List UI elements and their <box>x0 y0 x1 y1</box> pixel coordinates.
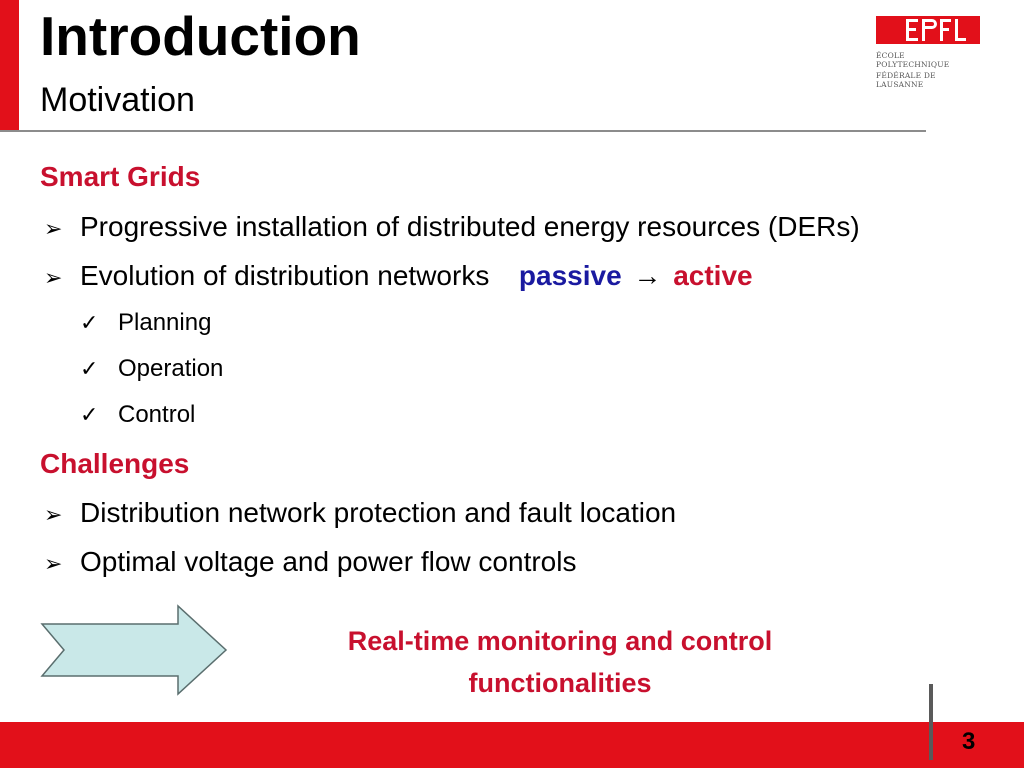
section-heading-challenges: Challenges <box>40 448 190 479</box>
bullet-text: Optimal voltage and power flow controls <box>80 546 577 577</box>
logo-line-2: FÉDÉRALE DE LAUSANNE <box>876 71 936 89</box>
arrow-bullet-icon: ➢ <box>44 502 63 527</box>
checkmark-icon: ✓ <box>80 402 99 427</box>
block-arrow-icon <box>40 604 228 696</box>
slide-title: Introduction <box>40 5 361 67</box>
check-item: ✓ Control <box>80 400 195 430</box>
right-arrow-icon: → <box>633 260 662 291</box>
active-label: active <box>673 260 753 291</box>
arrow-bullet-icon: ➢ <box>44 265 63 290</box>
check-text: Operation <box>118 355 224 382</box>
section-heading-smart-grids: Smart Grids <box>40 161 201 192</box>
bullet-item: ➢ Distribution network protection and fau… <box>44 496 676 532</box>
page-number: 3 <box>962 728 976 755</box>
arrow-bullet-icon: ➢ <box>44 216 63 241</box>
checkmark-icon: ✓ <box>80 356 99 381</box>
epfl-logo: ÉCOLE POLYTECHNIQUE FÉDÉRALE DE LAUSANNE <box>876 16 980 89</box>
bullet-text: Progressive installation of distributed … <box>80 211 860 242</box>
bullet-item: ➢ Progressive installation of distributed… <box>44 210 860 246</box>
left-accent-bar <box>0 0 19 130</box>
check-text: Planning <box>118 309 212 336</box>
callout-line-1: Real-time monitoring and control <box>347 626 773 656</box>
check-item: ✓ Operation <box>80 354 223 384</box>
logo-line-1: ÉCOLE POLYTECHNIQUE <box>876 51 950 69</box>
check-item: ✓ Planning <box>80 308 211 338</box>
callout-line-2: functionalities <box>468 668 652 698</box>
arrow-bullet-icon: ➢ <box>44 551 63 576</box>
footer-divider <box>929 684 933 760</box>
slide-subtitle: Motivation <box>40 81 195 119</box>
title-divider <box>0 130 926 132</box>
bullet-item: ➢ Evolution of distribution networks pass… <box>44 259 753 295</box>
bullet-text: Distribution network protection and faul… <box>80 497 677 528</box>
callout-text: Real-time monitoring and control functio… <box>300 620 820 704</box>
footer-bar <box>0 722 1024 768</box>
bullet-text: Evolution of distribution networks <box>80 260 490 291</box>
bullet-item: ➢ Optimal voltage and power flow controls <box>44 545 576 581</box>
checkmark-icon: ✓ <box>80 310 99 335</box>
epfl-wordmark-icon <box>876 16 980 44</box>
passive-label: passive <box>518 260 622 291</box>
check-text: Control <box>118 401 196 428</box>
